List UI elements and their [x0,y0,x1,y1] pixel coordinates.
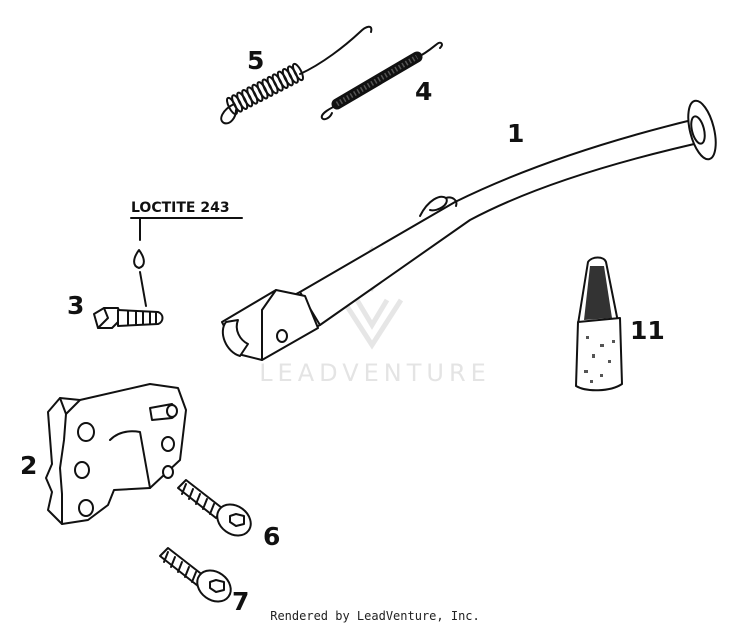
bolt-7 [159,547,232,603]
callout-6: 6 [263,522,280,551]
watermark: LEADVENTURE [259,245,491,387]
kickstand-1 [221,99,717,361]
spring-4 [320,41,443,121]
footer-credit: Rendered by LeadVenture, Inc. [270,609,480,623]
loctite-note: LOCTITE 243 [130,200,243,307]
watermark-text: LEADVENTURE [259,359,491,387]
threadlocker-bottle-11 [575,256,623,392]
spring-5-coil-turn [292,62,304,82]
callout-11: 11 [630,316,665,345]
callout-1: 1 [507,119,524,148]
callout-5: 5 [247,46,264,75]
loctite-label: LOCTITE 243 [131,200,230,216]
droplet-icon [133,249,145,269]
bolt-6 [177,479,252,537]
bolt-3 [93,307,164,329]
callout-3: 3 [67,291,84,320]
callout-2: 2 [20,451,37,480]
callout-4: 4 [415,77,432,106]
callout-7: 7 [232,587,249,616]
spring-5 [220,25,373,125]
bracket-2 [45,383,187,525]
